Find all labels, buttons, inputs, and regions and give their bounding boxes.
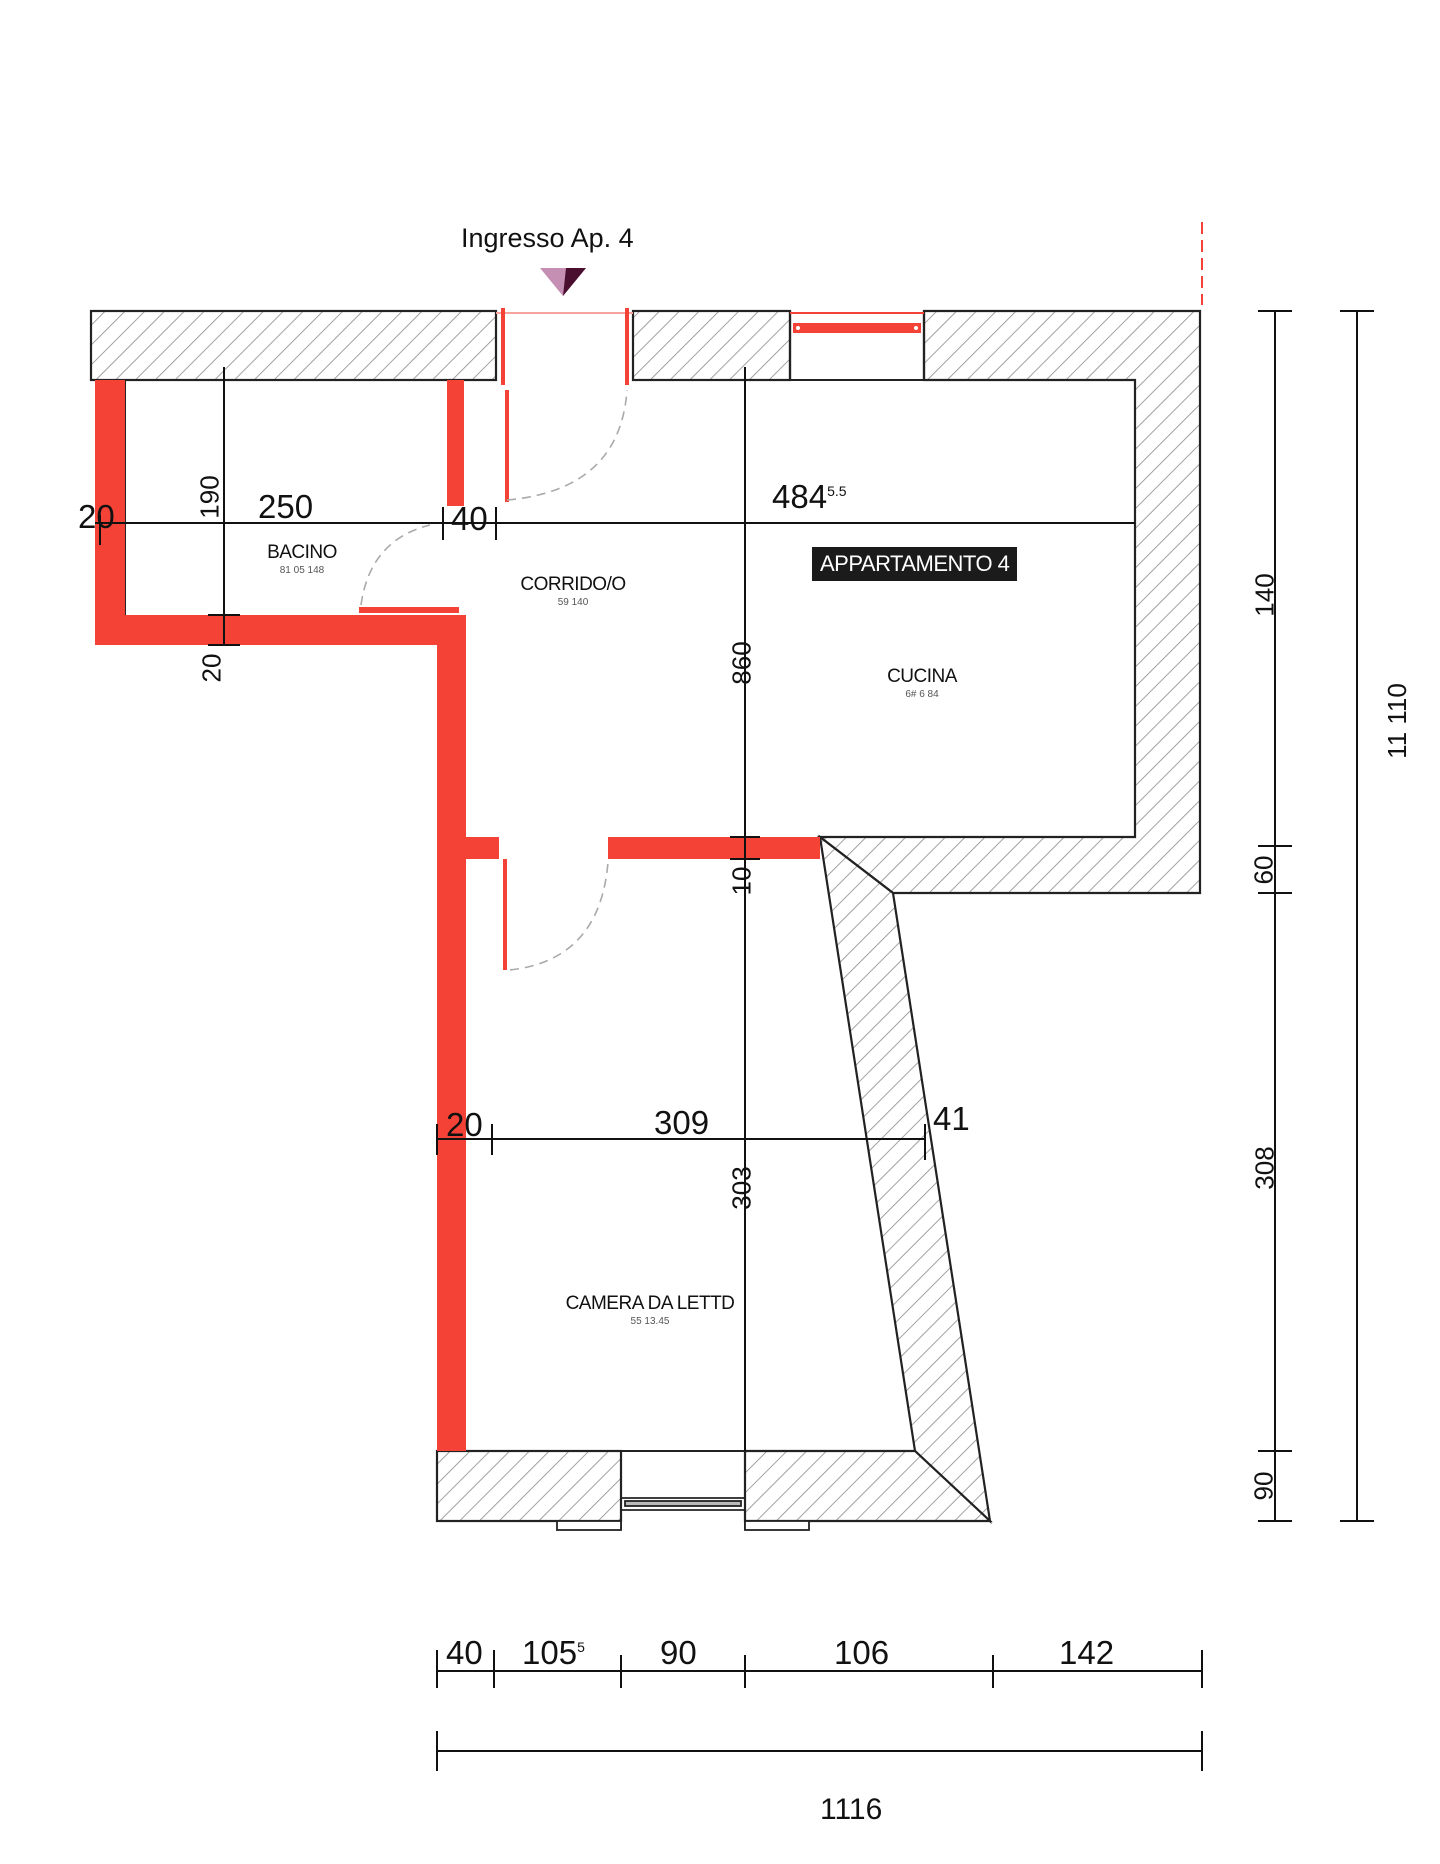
dim-20-bottom: 20 (196, 653, 227, 683)
entrance-marker-icon (540, 268, 586, 296)
window-bottom (556, 1451, 810, 1531)
dim-bottom-105: 1055 (522, 1636, 585, 1669)
room-name: CUCINA (887, 666, 957, 687)
dim-right-60: 60 (1248, 855, 1279, 885)
dim-484-value: 484 (772, 478, 828, 515)
room-label-corridoio: CORRIDO/O 59 140 (508, 575, 638, 608)
dim-right-308: 308 (1249, 1146, 1280, 1190)
room-label-bacino: BACINO 81 05 148 (252, 543, 352, 576)
dim-10: 10 (726, 866, 757, 896)
dim-250: 250 (258, 488, 314, 525)
dim-bottom-40: 40 (446, 1634, 483, 1671)
room-area: 81 05 148 (279, 565, 325, 576)
dim-41: 41 (933, 1100, 970, 1137)
bacino-door-swing (360, 524, 431, 606)
room-area: 55 13.45 (630, 1316, 670, 1327)
window-top (788, 311, 926, 380)
interior-outline (124, 379, 1135, 1452)
new-walls (95, 380, 820, 1451)
dim-bottom-106: 106 (834, 1634, 890, 1671)
dimension-lines (95, 310, 1374, 1771)
room-area: 59 140 (557, 597, 589, 608)
dim-bottom-105-value: 105 (522, 1634, 578, 1671)
dim-484-sup: 5.5 (827, 483, 847, 499)
existing-walls (89, 309, 1202, 1524)
dim-right-90: 90 (1248, 1471, 1279, 1501)
entrance-label: Ingresso Ap. 4 (461, 223, 634, 253)
dim-bottom-142: 142 (1059, 1634, 1115, 1671)
dim-bottom-total: 1116 (820, 1793, 883, 1826)
dim-right-140: 140 (1249, 573, 1280, 617)
dim-40-top: 40 (451, 500, 488, 537)
dim-190: 190 (194, 475, 225, 519)
dim-bottom-90: 90 (660, 1634, 697, 1671)
dim-bottom-105-sup: 5 (577, 1639, 585, 1655)
dim-860: 860 (726, 641, 757, 685)
entrance-door (496, 308, 633, 502)
room-name: CAMERA DA LETTD (565, 1293, 735, 1314)
dim-309: 309 (654, 1104, 710, 1141)
room-label-camera: CAMERA DA LETTD 55 13.45 (550, 1294, 750, 1327)
dim-303: 303 (726, 1166, 757, 1210)
bedroom-door (503, 859, 609, 971)
dim-20-left: 20 (78, 498, 115, 535)
dim-right-total: 11 110 (1381, 683, 1412, 759)
room-area: 6# 6 84 (905, 689, 939, 700)
room-name: CORRIDO/O (520, 574, 626, 595)
apartment-badge: APPARTAMENTO 4 (812, 547, 1018, 581)
dim-20-bed: 20 (446, 1106, 483, 1143)
dim-484: 4845.5 (772, 480, 847, 513)
room-label-cucina: CUCINA 6# 6 84 (870, 667, 974, 700)
room-name: BACINO (267, 542, 337, 563)
